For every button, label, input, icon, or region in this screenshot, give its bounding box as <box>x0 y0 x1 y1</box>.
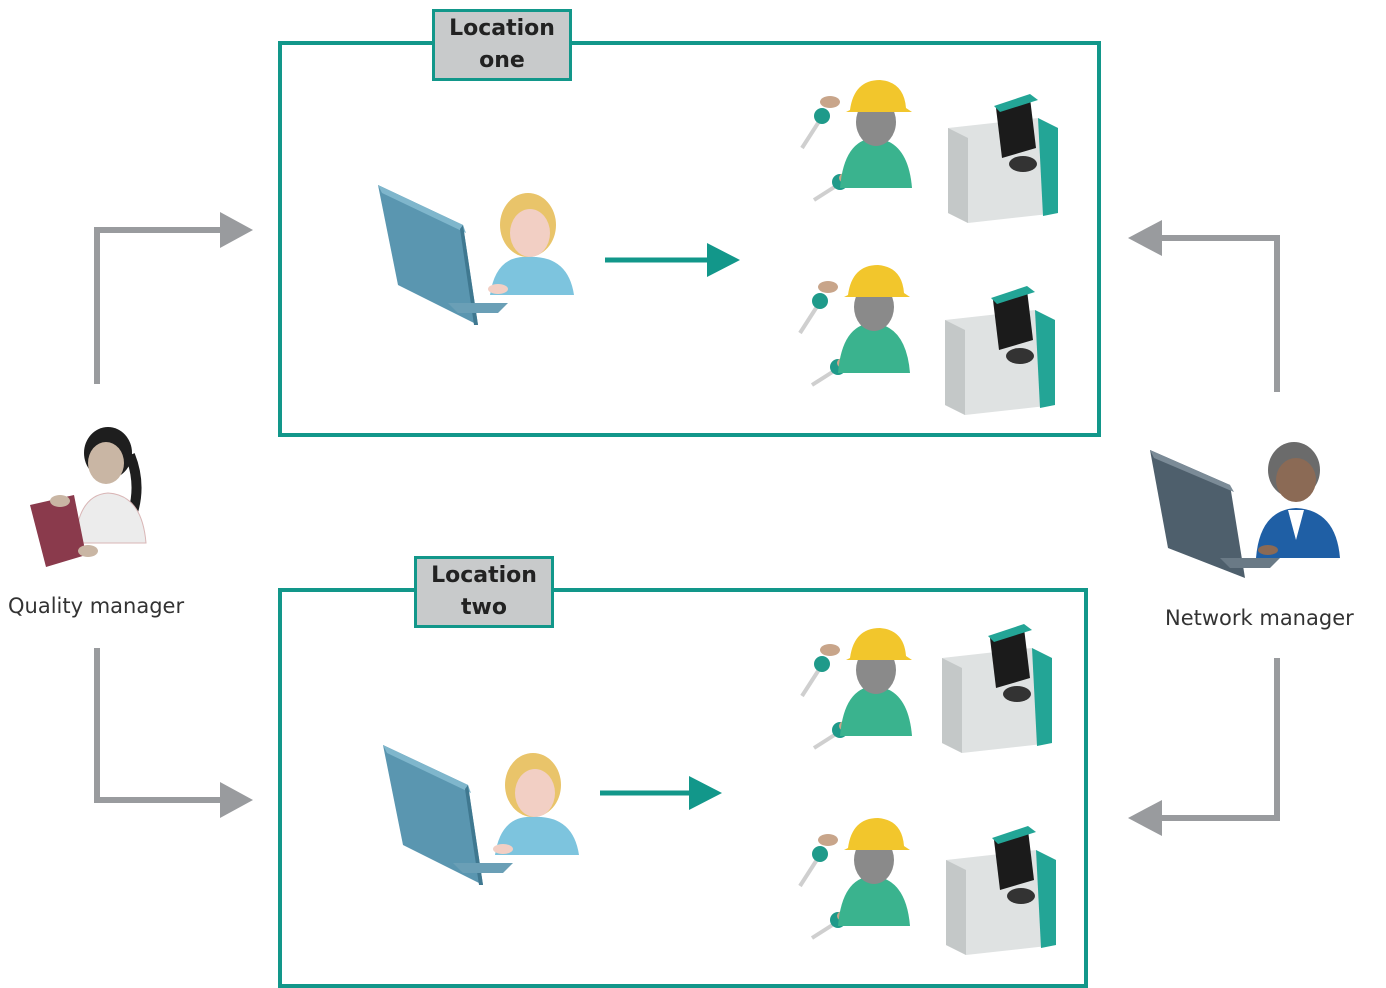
location-one-operator <box>378 185 574 325</box>
location-two-instrument-2 <box>946 826 1056 955</box>
location-two-operator <box>383 745 579 885</box>
location-one-label: Location one <box>432 9 572 81</box>
location-one-worker-2 <box>798 263 912 387</box>
quality-manager-arrow-down <box>94 648 253 818</box>
location-two-instrument-1 <box>942 624 1052 753</box>
location-one-instrument-1 <box>948 94 1058 223</box>
network-manager-arrow-down <box>1128 658 1280 836</box>
location-one-frame <box>278 41 1101 437</box>
location-one-label-line1: Location <box>449 16 555 41</box>
quality-manager-icon <box>30 427 147 567</box>
quality-manager-arrow-up <box>94 212 253 384</box>
location-one-teal-arrow <box>605 243 740 277</box>
location-two-label-line2: two <box>461 595 507 620</box>
location-two-worker-2 <box>798 816 912 940</box>
location-one-instrument-2 <box>945 286 1055 415</box>
network-manager-label: Network manager <box>1165 606 1354 630</box>
location-two-label-line1: Location <box>431 563 537 588</box>
quality-manager-label: Quality manager <box>8 594 185 618</box>
network-manager-icon <box>1150 442 1340 578</box>
network-manager-arrow-up <box>1128 220 1280 392</box>
location-one-label-line2: one <box>479 48 525 73</box>
location-one-worker-1 <box>800 78 914 202</box>
location-two-teal-arrow <box>600 776 722 810</box>
location-two-worker-1 <box>800 626 914 750</box>
location-two-label: Location two <box>414 556 554 628</box>
